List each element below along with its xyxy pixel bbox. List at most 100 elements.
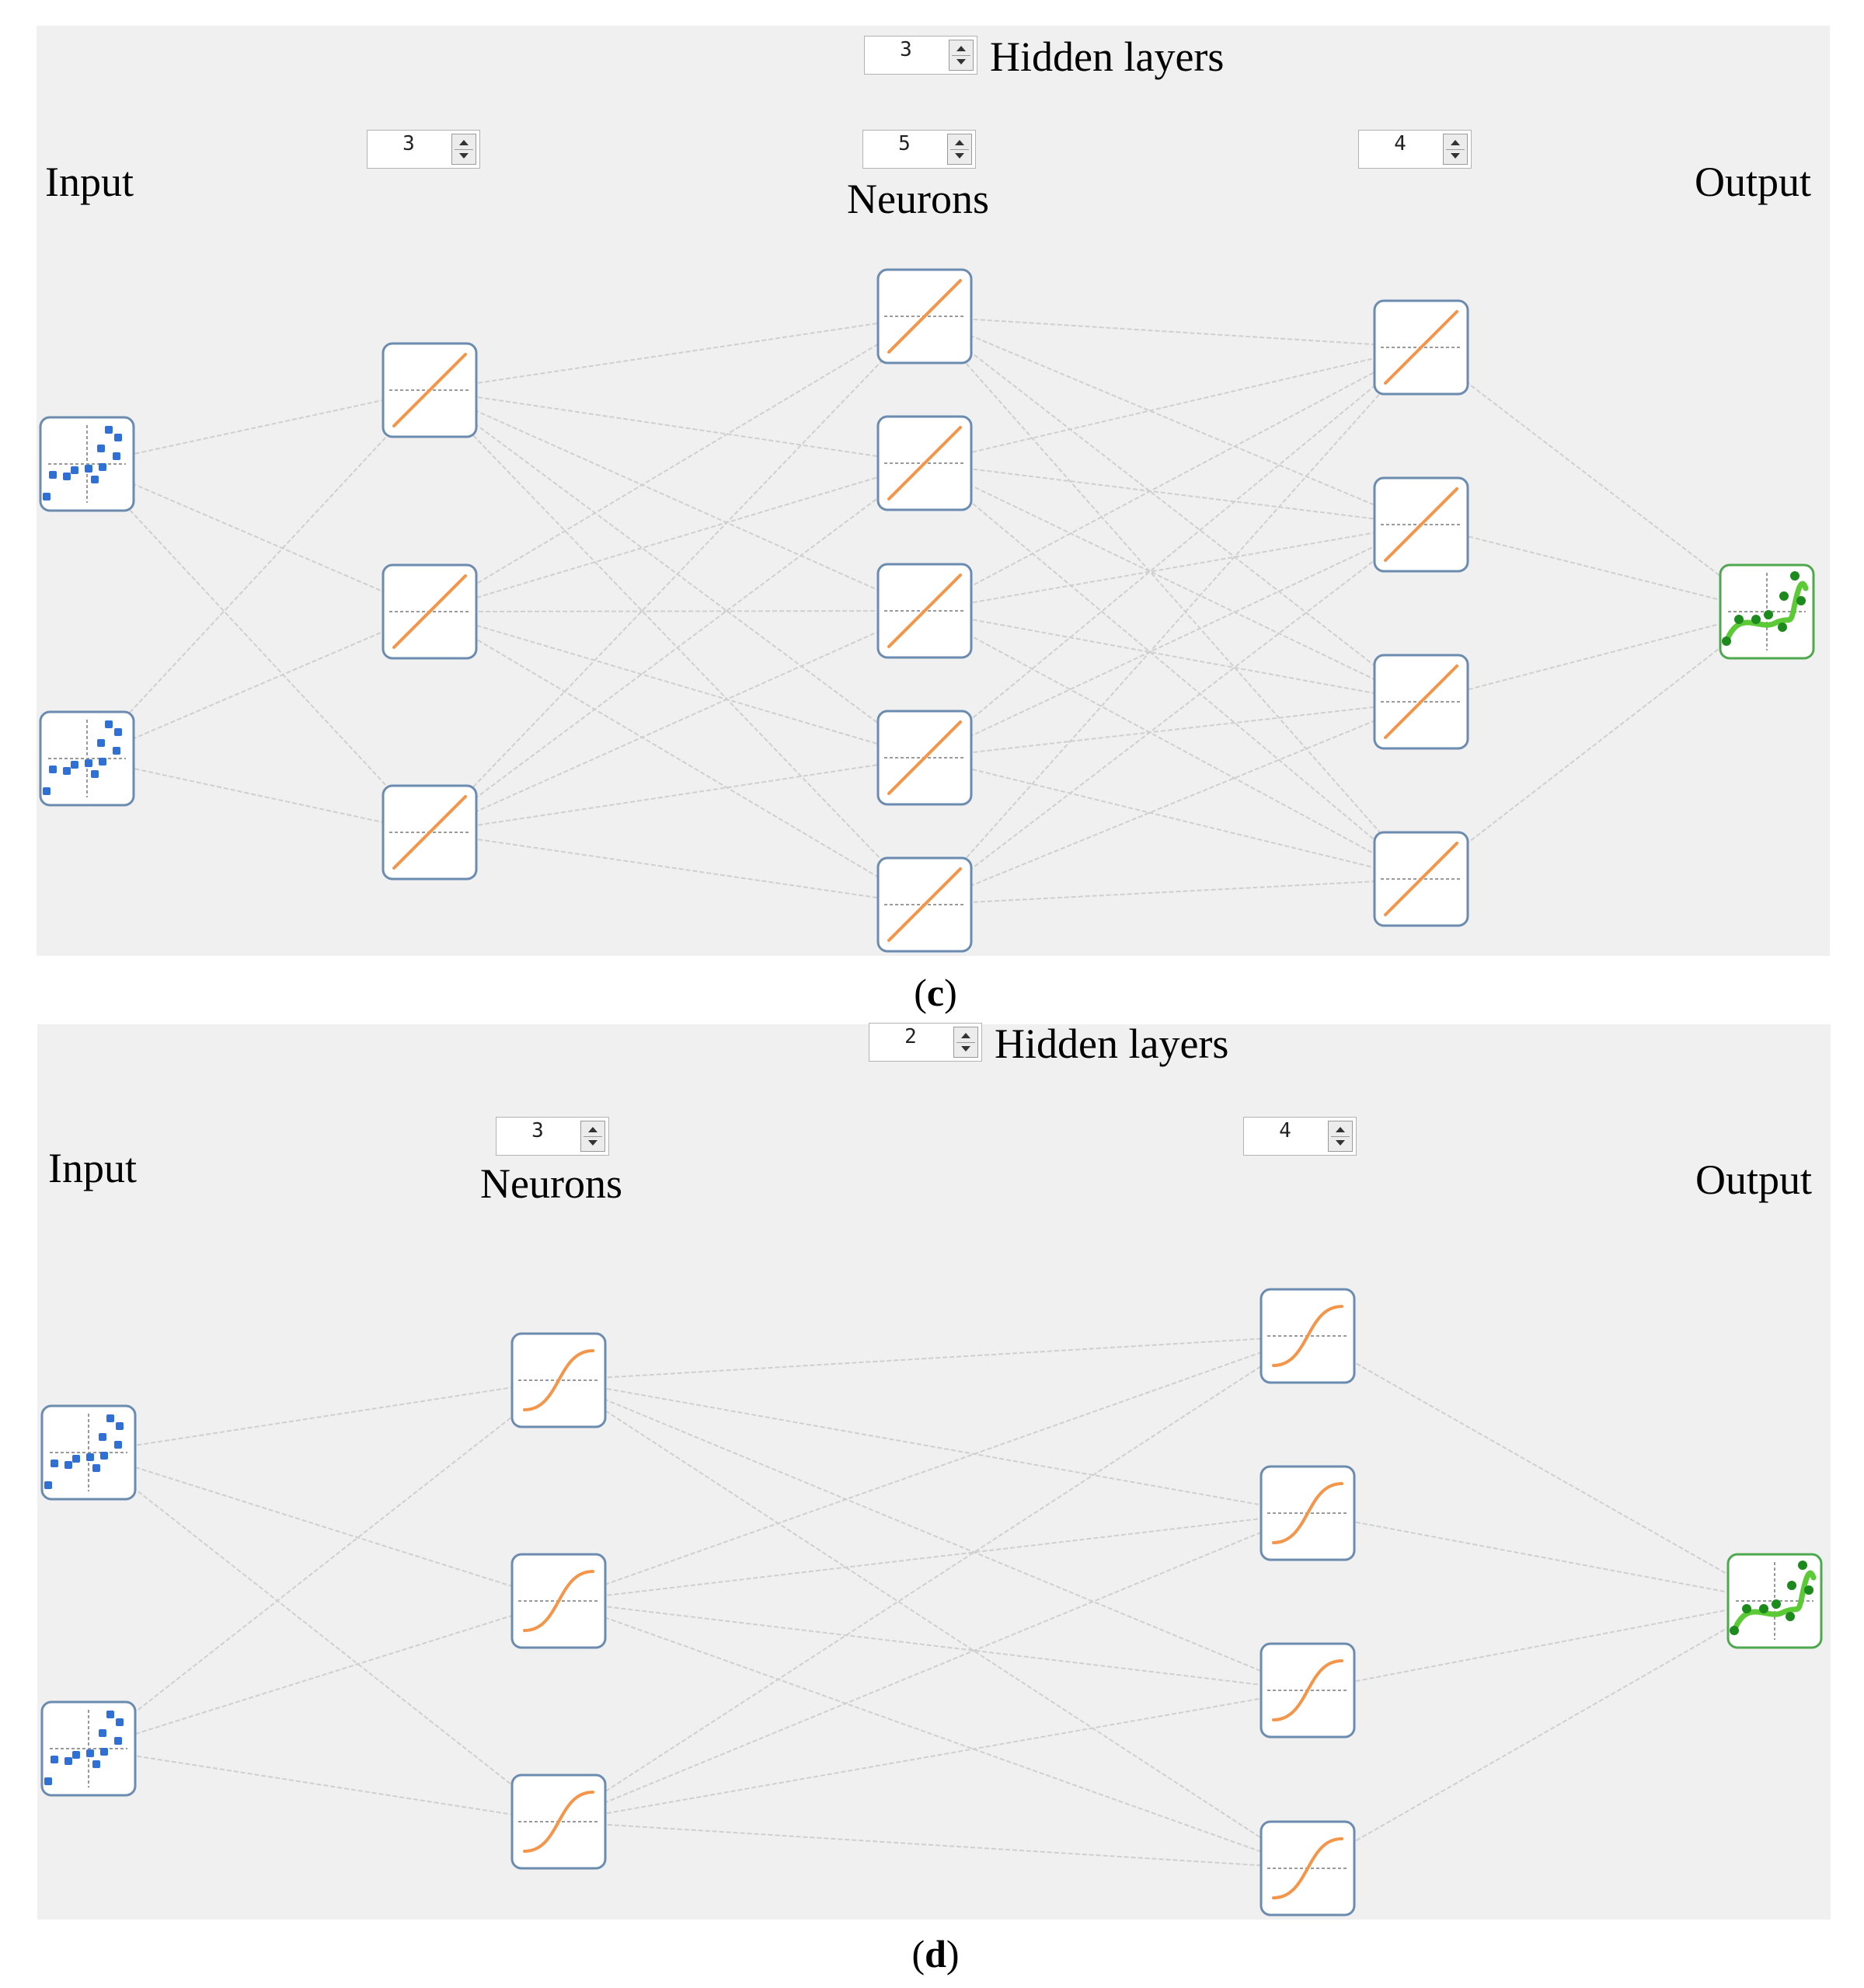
hidden-layers-spinner[interactable]: 3 <box>864 36 977 75</box>
spinner-arrows-icon[interactable] <box>451 134 476 165</box>
hidden-neuron[interactable] <box>510 1553 607 1649</box>
layer-2-neurons-spinner[interactable]: 5 <box>862 130 976 169</box>
connection-edge <box>924 878 1422 905</box>
hidden-neuron[interactable] <box>876 856 973 953</box>
connection-edge <box>429 611 925 905</box>
connection-edge <box>429 610 925 833</box>
connection-edge <box>429 389 925 612</box>
scatter-plot-icon <box>44 1414 127 1491</box>
hidden-neuron[interactable] <box>1260 1820 1356 1917</box>
linear-activation-icon <box>884 279 965 354</box>
connection-edge <box>924 316 1422 703</box>
connection-edge <box>924 347 1422 464</box>
connection-edge <box>86 611 430 759</box>
connection-edge <box>558 1379 1308 1869</box>
input-node[interactable] <box>40 1404 137 1501</box>
hidden-neuron[interactable] <box>510 1332 607 1428</box>
connection-edge <box>86 463 430 612</box>
linear-activation-icon <box>1381 842 1462 916</box>
hidden-neuron[interactable] <box>876 710 973 806</box>
connection-edge <box>429 610 925 612</box>
neurons-label: Neurons <box>480 1160 622 1207</box>
connection-edge <box>1420 611 1768 703</box>
connection-edge <box>88 1600 559 1749</box>
sigmoid-activation-icon <box>1267 1659 1348 1721</box>
connection-edge <box>924 524 1422 905</box>
connection-edge <box>924 316 1422 348</box>
hidden-neuron[interactable] <box>1373 299 1469 396</box>
linear-activation-icon <box>884 426 965 500</box>
spinner-arrows-icon[interactable] <box>947 134 972 165</box>
connection-edge <box>924 462 1422 703</box>
output-node[interactable] <box>1719 563 1815 660</box>
layer-1-neurons-spinner[interactable]: 3 <box>367 130 480 169</box>
sigmoid-activation-icon <box>518 1570 599 1632</box>
linear-activation-icon <box>884 720 965 795</box>
connection-edge <box>1420 611 1768 880</box>
connection-edge <box>924 701 1422 759</box>
connection-edge <box>429 611 925 759</box>
connection-edge <box>924 524 1422 612</box>
layer-1-neurons-spinner[interactable]: 3 <box>496 1117 609 1156</box>
connection-edge <box>924 462 1422 525</box>
layer-1-neurons-value: 3 <box>531 1119 544 1142</box>
linear-activation-icon <box>1381 310 1462 385</box>
hidden-layers-label: Hidden layers <box>995 1020 1229 1067</box>
hidden-neuron[interactable] <box>1373 476 1469 573</box>
connection-edge <box>88 1452 559 1602</box>
hidden-neuron[interactable] <box>382 563 478 660</box>
spinner-arrows-icon[interactable] <box>949 40 974 71</box>
input-node[interactable] <box>40 1700 137 1797</box>
layer-3-neurons-spinner[interactable]: 4 <box>1358 130 1472 169</box>
hidden-neuron[interactable] <box>876 563 973 659</box>
connection-edge <box>86 389 430 759</box>
neurons-label: Neurons <box>847 176 989 222</box>
connection-edge <box>558 1379 1308 1691</box>
connection-edge <box>429 832 925 905</box>
spinner-arrows-icon[interactable] <box>1443 134 1468 165</box>
hidden-neuron[interactable] <box>1260 1642 1356 1739</box>
layer-2-neurons-spinner[interactable]: 4 <box>1243 1117 1357 1156</box>
connection-edge <box>429 316 925 391</box>
linear-activation-icon <box>884 574 965 648</box>
hidden-layers-label: Hidden layers <box>990 33 1225 80</box>
input-node[interactable] <box>39 710 135 807</box>
connection-edge <box>558 1335 1308 1602</box>
hidden-layers-spinner[interactable]: 2 <box>869 1023 982 1062</box>
connection-edge <box>88 1379 559 1749</box>
layer-2-neurons-value: 5 <box>898 132 911 155</box>
connection-edge <box>1307 1600 1775 1691</box>
spinner-arrows-icon[interactable] <box>953 1027 978 1058</box>
connection-edge <box>924 316 1422 525</box>
hidden-neuron[interactable] <box>510 1774 607 1870</box>
output-node[interactable] <box>1726 1553 1823 1649</box>
connection-edge <box>924 462 1422 880</box>
input-label: Input <box>48 1145 137 1191</box>
hidden-layers-value: 2 <box>904 1025 917 1048</box>
hidden-neuron[interactable] <box>1373 654 1469 750</box>
sigmoid-activation-icon <box>1267 1305 1348 1367</box>
hidden-neuron[interactable] <box>1373 831 1469 927</box>
hidden-layers-value: 3 <box>900 38 912 61</box>
hidden-neuron[interactable] <box>1260 1288 1356 1384</box>
hidden-neuron[interactable] <box>1260 1465 1356 1561</box>
linear-activation-icon <box>389 574 470 649</box>
connection-edge <box>86 463 430 833</box>
fitted-curve-icon <box>1730 1561 1817 1640</box>
hidden-neuron[interactable] <box>382 342 478 438</box>
connection-edge <box>924 610 1422 703</box>
linear-activation-icon <box>1381 664 1462 739</box>
hidden-neuron[interactable] <box>382 784 478 881</box>
spinner-arrows-icon[interactable] <box>580 1121 605 1152</box>
linear-activation-icon <box>389 353 470 427</box>
hidden-neuron[interactable] <box>876 415 973 511</box>
scatter-plot-icon <box>43 720 126 797</box>
connection-edge <box>924 347 1422 612</box>
spinner-arrows-icon[interactable] <box>1328 1121 1353 1152</box>
linear-activation-icon <box>389 795 470 870</box>
hidden-neuron[interactable] <box>876 268 973 364</box>
connection-edge <box>86 758 430 833</box>
input-node[interactable] <box>39 416 135 512</box>
connection-edge <box>1420 347 1768 612</box>
